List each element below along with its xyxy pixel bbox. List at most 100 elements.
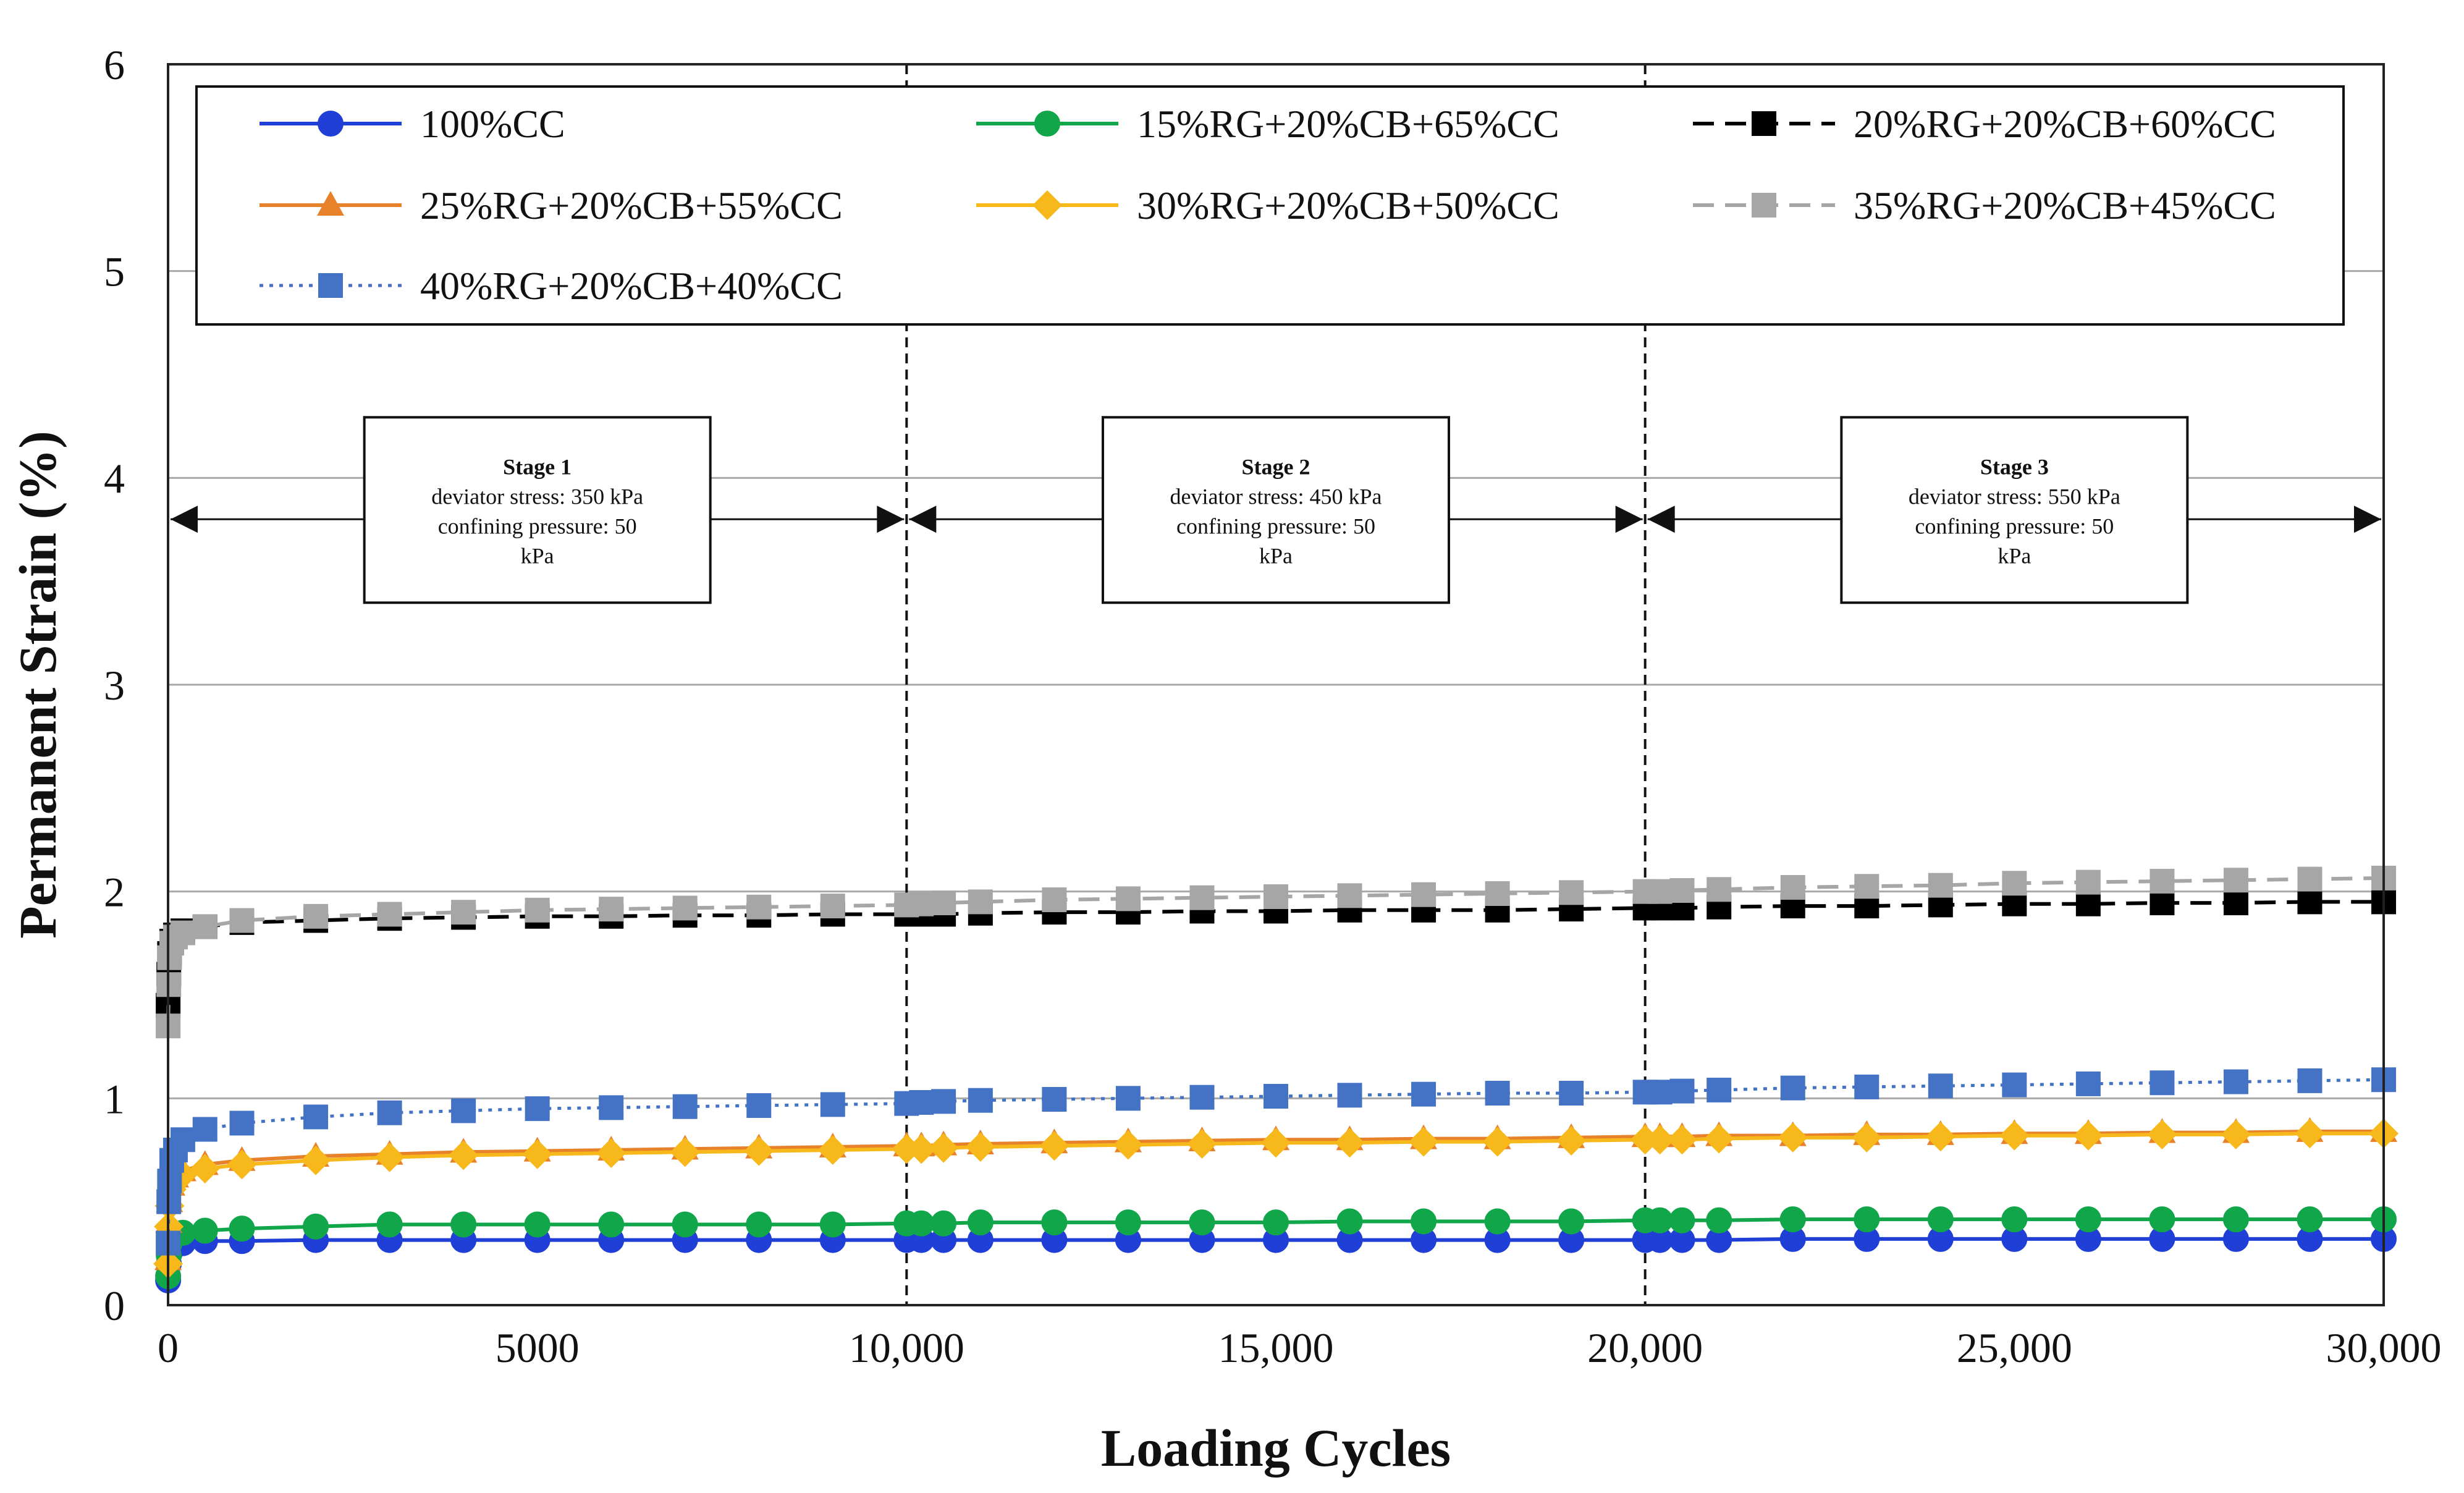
data-point — [967, 1209, 994, 1236]
data-point — [1189, 1209, 1215, 1236]
stage-text-line: deviator stress: 550 kPa — [1909, 484, 2120, 509]
data-point — [1264, 884, 1288, 910]
data-point — [303, 1104, 329, 1130]
data-point — [525, 897, 550, 923]
data-point — [1706, 1207, 1732, 1233]
data-point — [1707, 877, 1732, 902]
data-point — [2297, 1068, 2323, 1093]
data-point — [192, 1217, 218, 1244]
data-point — [1263, 1209, 1289, 1236]
data-point — [170, 920, 195, 945]
data-point — [1854, 1206, 1880, 1233]
data-point — [1115, 886, 1141, 911]
data-point — [303, 903, 329, 929]
data-point — [672, 895, 698, 921]
data-point — [2150, 1070, 2175, 1096]
legend-swatch-marker — [1032, 190, 1062, 220]
legend-swatch-marker — [1034, 111, 1060, 137]
data-point — [599, 897, 624, 922]
y-tick-label: 0 — [104, 1282, 125, 1329]
data-point — [301, 1145, 331, 1175]
data-point — [1113, 1130, 1143, 1160]
x-tick-label: 5000 — [496, 1324, 580, 1371]
data-point — [2149, 1206, 2175, 1233]
data-point — [931, 1089, 956, 1114]
data-point — [1411, 1208, 1437, 1235]
data-point — [229, 908, 255, 933]
legend-swatch-marker — [1752, 111, 1776, 136]
data-point — [819, 1211, 846, 1238]
data-point — [672, 1094, 698, 1119]
stage-text-line: confining pressure: 50 — [1176, 514, 1375, 538]
data-point — [1042, 1087, 1067, 1112]
data-point — [450, 1211, 477, 1238]
data-point — [1704, 1123, 1734, 1154]
data-point — [1647, 879, 1673, 904]
data-point — [1647, 1207, 1673, 1233]
data-point — [1189, 885, 1215, 910]
data-point — [1337, 883, 1362, 908]
stage-text-line: confining pressure: 50 — [438, 514, 637, 538]
data-point — [1411, 882, 1437, 907]
data-point — [2221, 1119, 2251, 1149]
stage-text-line: kPa — [1998, 543, 2031, 568]
data-point — [930, 1210, 957, 1237]
data-point — [968, 1088, 993, 1113]
data-point — [2297, 866, 2323, 892]
data-point — [670, 1137, 700, 1167]
legend-box — [195, 85, 2345, 326]
data-point — [1336, 1208, 1363, 1235]
data-point — [968, 889, 993, 915]
series-6 — [156, 865, 2396, 1039]
data-point — [1647, 1080, 1673, 1105]
legend-label: 20%RG+20%CB+60%CC — [1854, 102, 2276, 146]
data-point — [2297, 1206, 2323, 1233]
data-point — [1409, 1127, 1439, 1157]
data-point — [906, 1134, 937, 1164]
legend-swatch-marker — [318, 111, 344, 137]
data-point — [909, 1090, 934, 1115]
legend-label: 100%CC — [420, 102, 565, 146]
data-point — [192, 1117, 217, 1142]
data-point — [451, 1098, 476, 1123]
x-axis-title: Loading Cycles — [1101, 1418, 1451, 1478]
data-point — [1484, 1208, 1511, 1235]
data-point — [965, 1131, 995, 1162]
data-point — [2150, 868, 2175, 894]
data-point — [1667, 1125, 1697, 1155]
data-point — [1115, 1086, 1141, 1111]
data-point — [1264, 1083, 1288, 1109]
data-point — [157, 1169, 182, 1194]
data-point — [2002, 891, 2027, 916]
data-point — [1928, 1073, 1953, 1099]
data-point — [1779, 1206, 1806, 1233]
data-point — [2223, 1069, 2248, 1094]
series-5 — [153, 1119, 2399, 1279]
data-point — [1928, 873, 1953, 898]
data-point — [1780, 874, 1805, 900]
stage-box — [1840, 416, 2189, 604]
data-point — [599, 1095, 624, 1120]
x-tick-label: 10,000 — [849, 1324, 964, 1371]
stage-title: Stage 3 — [1980, 454, 2049, 479]
x-tick-label: 0 — [158, 1324, 179, 1371]
data-point — [1669, 878, 1695, 903]
data-point — [524, 1211, 551, 1238]
plot-frame — [167, 63, 2385, 1306]
data-point — [2075, 1071, 2101, 1096]
data-point — [1189, 1085, 1215, 1110]
data-point — [596, 1138, 627, 1169]
data-point — [229, 1216, 255, 1242]
data-point — [376, 1211, 403, 1238]
data-point — [1999, 1120, 2030, 1151]
data-point — [1778, 1122, 1808, 1153]
data-point — [2223, 868, 2248, 893]
data-point — [929, 1133, 959, 1163]
data-point — [190, 1154, 220, 1184]
data-point — [2075, 1206, 2101, 1233]
data-point — [1261, 1128, 1291, 1158]
data-point — [746, 1211, 772, 1238]
y-tick-label: 2 — [104, 869, 125, 916]
